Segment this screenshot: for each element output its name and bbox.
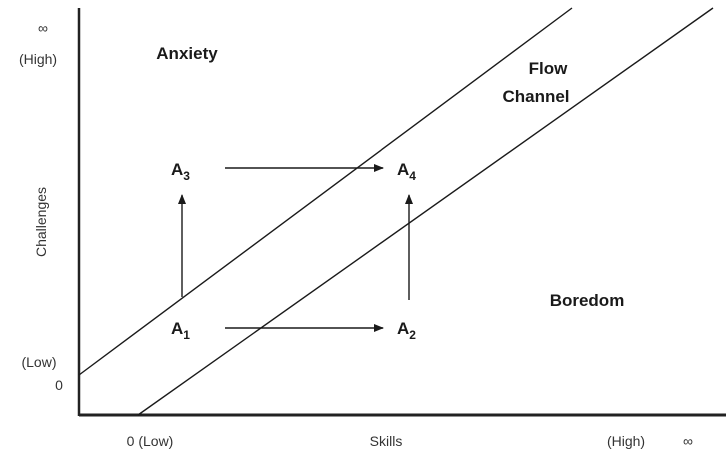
state-a3-label: A3 <box>171 160 190 183</box>
flow-channel-lower-boundary <box>137 7 714 416</box>
x-axis-high-label: (High) <box>607 433 645 449</box>
state-a2-label: A2 <box>397 319 416 342</box>
boredom-region-label: Boredom <box>550 291 625 310</box>
y-axis-zero-label: 0 <box>55 377 63 393</box>
state-a3-subscript: 3 <box>183 169 190 183</box>
x-axis-title: Skills <box>370 433 403 449</box>
state-a4-subscript: 4 <box>409 169 416 183</box>
state-a4-letter: A <box>397 160 409 179</box>
flow-channel-upper-boundary <box>78 7 573 376</box>
state-a2-letter: A <box>397 319 409 338</box>
x-axis-low-label: 0 (Low) <box>127 433 174 449</box>
state-a1-letter: A <box>171 319 183 338</box>
flow-channel-label-line1: Flow <box>529 59 568 78</box>
x-axis-infinity-label: ∞ <box>683 433 693 449</box>
anxiety-region-label: Anxiety <box>156 44 218 63</box>
y-axis-high-label: (High) <box>19 51 57 67</box>
state-a4-label: A4 <box>397 160 416 183</box>
flow-channel-label-line2: Channel <box>502 87 569 106</box>
state-a3-letter: A <box>171 160 183 179</box>
y-axis-title: Challenges <box>33 187 49 257</box>
y-axis-low-label: (Low) <box>21 354 56 370</box>
state-a1-subscript: 1 <box>183 328 190 342</box>
y-axis-infinity-label: ∞ <box>38 20 48 36</box>
state-a1-label: A1 <box>171 319 190 342</box>
state-a2-subscript: 2 <box>409 328 416 342</box>
